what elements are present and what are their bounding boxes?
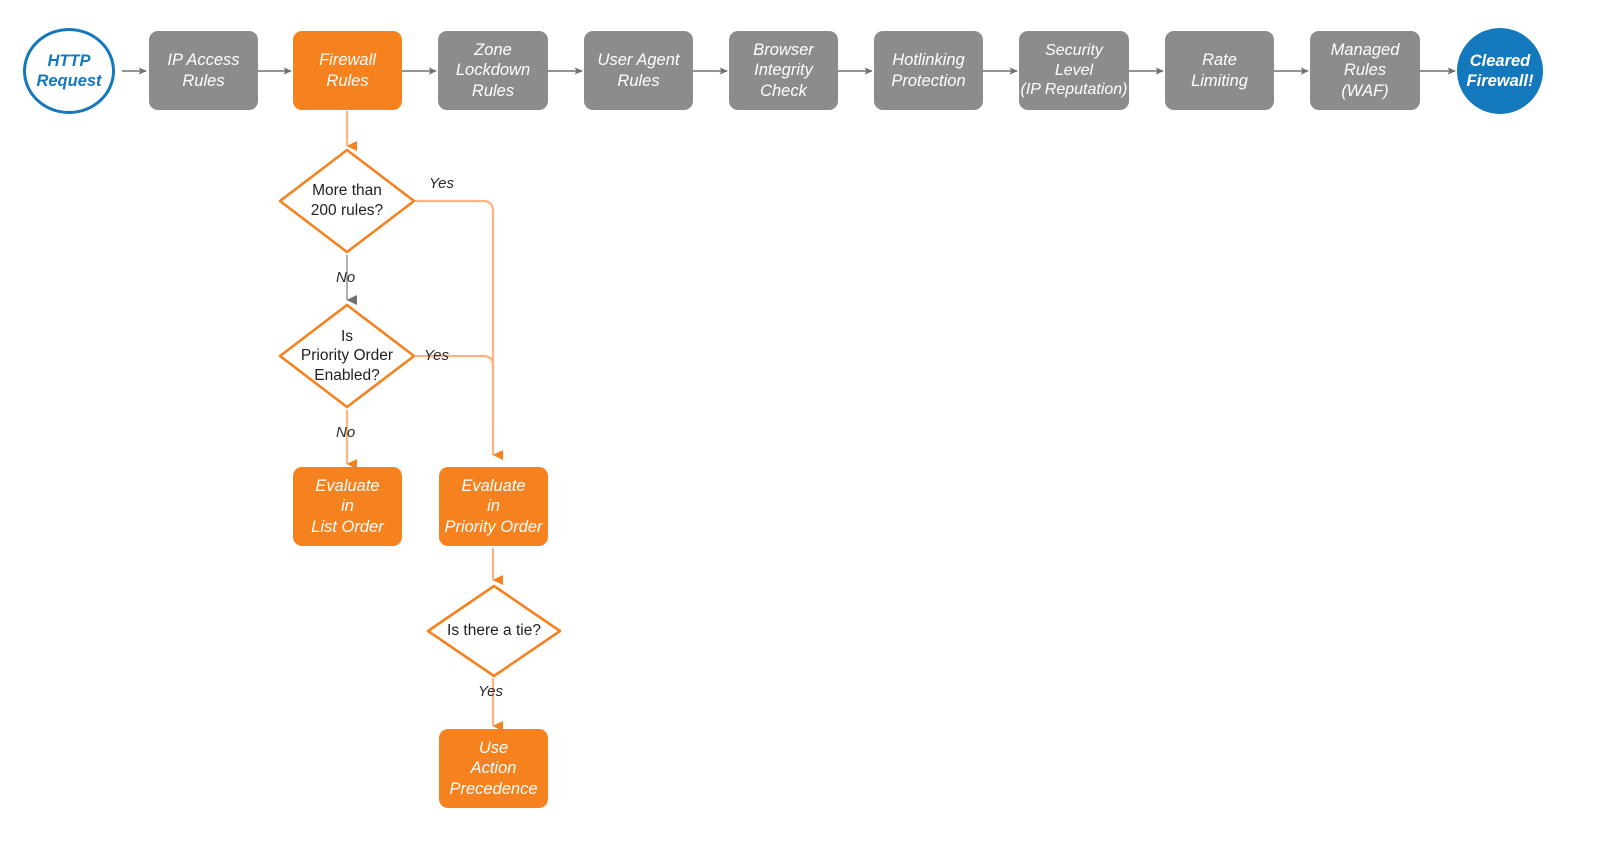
node-firewall-rules-label: Firewall Rules <box>319 51 376 90</box>
decision-is-priority-order-enabled-label: Is Priority Order Enabled? <box>300 327 394 384</box>
node-ip-access-rules[interactable]: IP Access Rules <box>149 31 258 110</box>
node-rate-limiting[interactable]: Rate Limiting <box>1165 31 1274 110</box>
node-http-request-label: HTTP Request <box>36 51 102 90</box>
node-zone-lockdown-rules-label: Zone Lockdown Rules <box>455 41 531 100</box>
node-managed-rules-waf[interactable]: Managed Rules (WAF) <box>1310 31 1420 110</box>
node-use-action-precedence[interactable]: Use Action Precedence <box>439 729 548 808</box>
node-evaluate-in-list-order-label: Evaluate in List Order <box>311 477 384 536</box>
node-user-agent-rules[interactable]: User Agent Rules <box>584 31 693 110</box>
node-user-agent-rules-label: User Agent Rules <box>597 51 680 90</box>
node-hotlinking-protection[interactable]: Hotlinking Protection <box>874 31 983 110</box>
diamond-shape <box>426 584 562 678</box>
diamond-shape <box>278 303 416 409</box>
node-cleared-firewall-label: Cleared Firewall! <box>1466 51 1534 90</box>
node-browser-integrity-check-label: Browser Integrity Check <box>753 41 814 100</box>
edge-label-no-more-than-200: No <box>336 269 356 286</box>
node-evaluate-in-priority-order-label: Evaluate in Priority Order <box>444 477 543 536</box>
diamond-shape <box>278 148 416 254</box>
decision-more-than-200-rules-label: More than 200 rules? <box>310 182 384 219</box>
node-browser-integrity-check[interactable]: Browser Integrity Check <box>729 31 838 110</box>
decision-is-priority-order-enabled[interactable]: Is Priority Order Enabled? <box>277 302 417 410</box>
edge-label-yes-more-than-200: Yes <box>429 175 455 192</box>
node-zone-lockdown-rules[interactable]: Zone Lockdown Rules <box>438 31 548 110</box>
decision-more-than-200-rules[interactable]: More than 200 rules? <box>277 147 417 255</box>
node-evaluate-in-priority-order[interactable]: Evaluate in Priority Order <box>439 467 548 546</box>
decision-is-there-a-tie[interactable]: Is there a tie? <box>425 583 563 679</box>
node-http-request[interactable]: HTTP Request <box>23 28 115 114</box>
edge-priority-yes-to-priority-order <box>415 354 495 420</box>
node-cleared-firewall[interactable]: Cleared Firewall! <box>1457 28 1543 114</box>
node-hotlinking-protection-label: Hotlinking Protection <box>891 51 966 90</box>
edge-label-yes-priority-enabled: Yes <box>424 347 450 364</box>
decision-is-there-a-tie-label: Is there a tie? <box>447 622 541 640</box>
node-security-level-label: Security Level (IP Reputation) <box>1020 42 1128 99</box>
node-managed-rules-waf-label: Managed Rules (WAF) <box>1330 41 1400 100</box>
node-use-action-precedence-label: Use Action Precedence <box>449 739 538 798</box>
edge-label-yes-tie: Yes <box>478 683 504 700</box>
node-ip-access-rules-label: IP Access Rules <box>167 51 240 90</box>
edge-label-no-priority-enabled: No <box>336 424 356 441</box>
node-security-level[interactable]: Security Level (IP Reputation) <box>1019 31 1129 110</box>
edge-decision200-yes-to-priority-order <box>415 199 503 461</box>
node-firewall-rules[interactable]: Firewall Rules <box>293 31 402 110</box>
node-evaluate-in-list-order[interactable]: Evaluate in List Order <box>293 467 402 546</box>
node-rate-limiting-label: Rate Limiting <box>1191 51 1248 90</box>
